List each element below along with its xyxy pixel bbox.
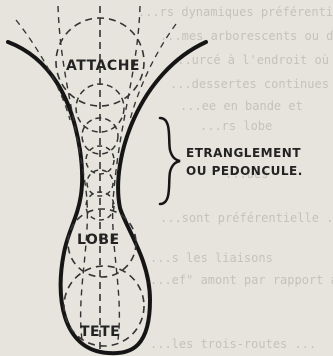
background-text-line: ...rs dynamiques préférentielles de di [138,5,333,19]
dashed-guide-outer-left [16,20,70,120]
background-text-line: ...rs lobe [200,119,272,133]
tete-label: TETE [80,324,120,340]
attache-label: ATTACHE [66,58,140,74]
background-text-layer: ...rs dynamiques préférentielles de di .… [138,5,333,351]
lobe-label: LOBE [77,232,120,248]
curly-brace [160,118,180,204]
background-text-line: ...dessertes continues [170,77,329,91]
annotation-line-1: ETRANGLEMENT [186,146,301,160]
background-text-line: ...ee en bande et [180,99,303,113]
background-text-line: ...urcé à l'endroit où [170,53,329,67]
background-text-line: ...sont préférentielle ...non exp [160,211,333,225]
background-text-line: ...s les liaisons [150,251,273,265]
background-text-line: ...ef" amont par rapport à la [150,273,333,287]
background-text-line: ...les trois-routes ... [150,337,316,351]
background-text-line: ...mes arborescents ou de lobes [160,29,333,43]
annotation-line-2: OU PEDONCULE. [186,164,303,178]
dashed-guide-right [113,6,140,340]
peduncle-circle [82,118,118,154]
